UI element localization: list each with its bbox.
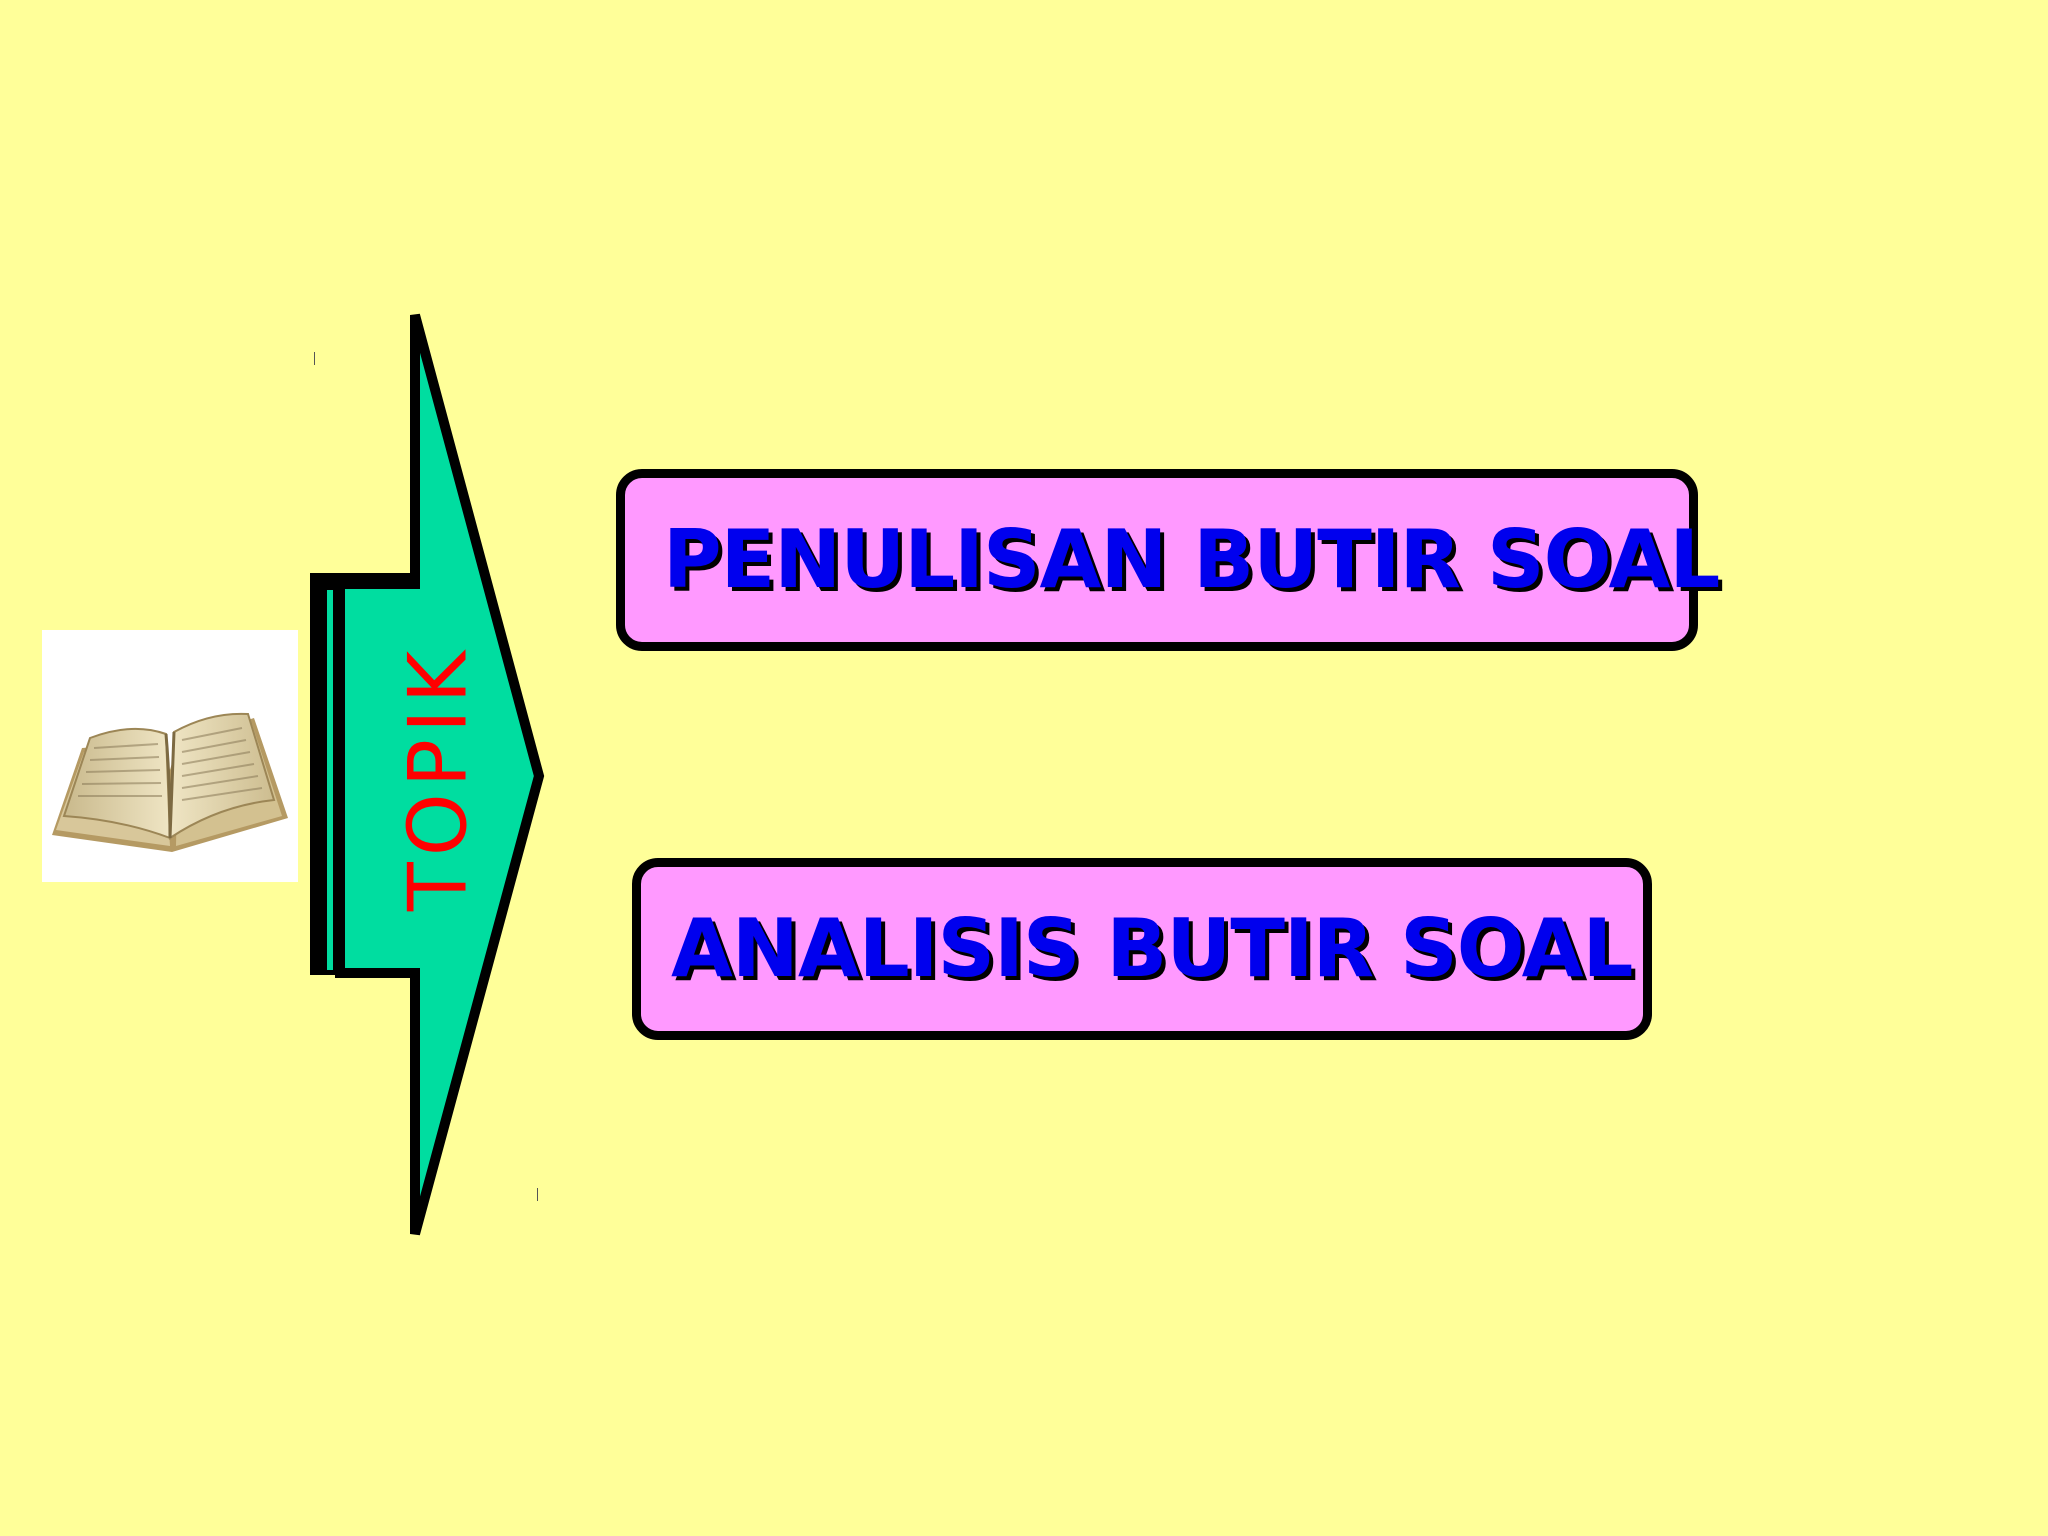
arrow-shape bbox=[335, 313, 545, 1236]
arrow-label: TOPIK bbox=[392, 645, 485, 912]
topic-box-penulisan: PENULISAN BUTIR SOAL bbox=[616, 469, 1720, 651]
tick-mark bbox=[314, 352, 315, 365]
open-book-icon bbox=[42, 630, 298, 882]
tick-mark bbox=[537, 1188, 538, 1201]
topic-label: PENULISAN BUTIR SOAL bbox=[663, 513, 1720, 606]
topic-box-analisis: ANALISIS BUTIR SOAL bbox=[632, 858, 1652, 1040]
topic-label: ANALISIS BUTIR SOAL bbox=[671, 902, 1633, 995]
